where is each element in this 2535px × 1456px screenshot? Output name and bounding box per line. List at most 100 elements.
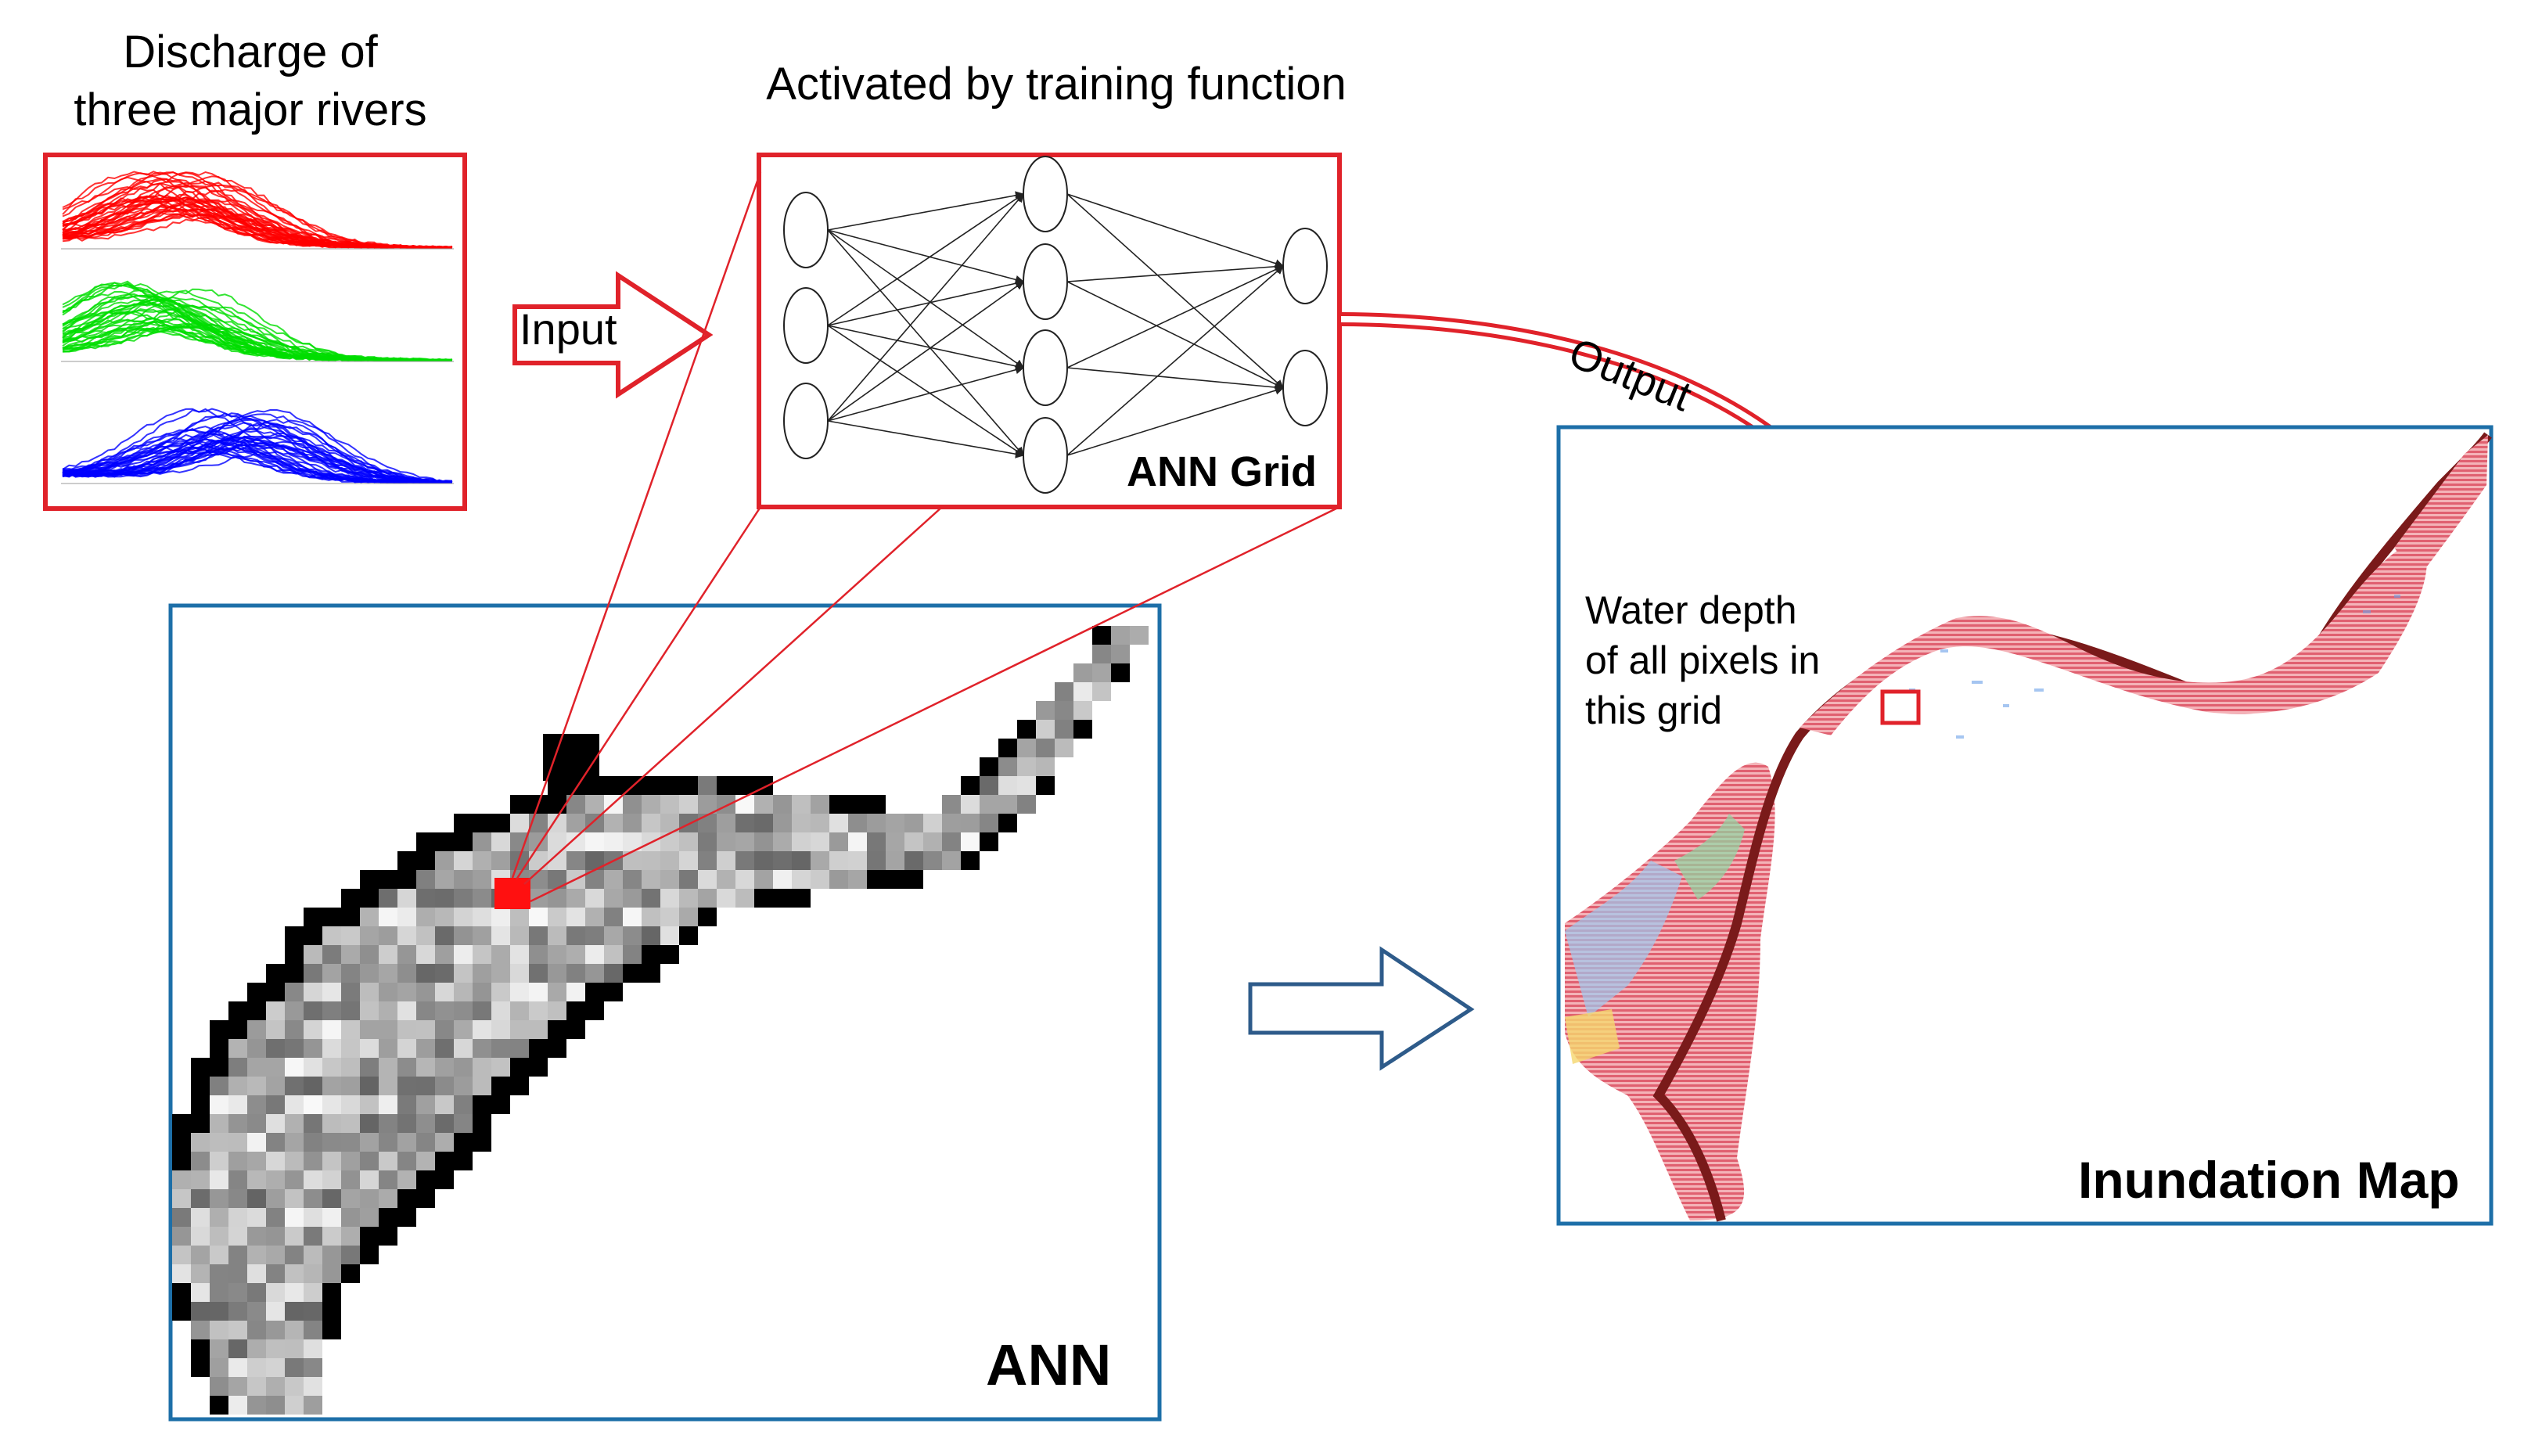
ann-pixel (322, 1264, 341, 1283)
ann-pixel (210, 1339, 228, 1358)
ann-pixel (172, 1152, 191, 1170)
ann-pixel (454, 1133, 473, 1152)
ann-pixel (848, 795, 867, 814)
ann-pixel (322, 964, 341, 983)
ann-pixel (811, 851, 829, 870)
ann-pixel (397, 926, 416, 945)
ann-pixel (454, 1114, 473, 1133)
ann-pixel (266, 1152, 285, 1170)
ann-pixel (585, 926, 604, 945)
ann-pixel (266, 1302, 285, 1321)
ann-pixel (529, 945, 548, 964)
ann-pixel (360, 1077, 379, 1095)
ann-pixel (228, 1189, 247, 1208)
ann-pixel (566, 814, 585, 832)
ann-pixel (360, 1039, 379, 1058)
ann-pixel (379, 1208, 397, 1227)
ann-pixel (322, 1039, 341, 1058)
ann-pixel (266, 1058, 285, 1077)
ann-pixel (660, 776, 679, 795)
ann-pixel (548, 1020, 566, 1039)
ann-pixel (473, 1020, 491, 1039)
ann-pixel (604, 908, 623, 926)
ann-pixel (304, 983, 322, 1001)
ann-pixel (416, 1058, 435, 1077)
ann-pixel (285, 1039, 304, 1058)
ann-pixel (435, 1170, 454, 1189)
ann-pixel (379, 908, 397, 926)
ann-pixel (266, 964, 285, 983)
ann-pixel (604, 832, 623, 851)
ann-pixel (247, 1246, 266, 1264)
ann-pixel (698, 832, 717, 851)
network-node (1023, 417, 1068, 494)
ann-pixel (210, 1227, 228, 1246)
ann-pixel (510, 908, 529, 926)
ann-pixel (698, 814, 717, 832)
ann-pixel (717, 814, 735, 832)
water-depth-label: Water depth of all pixels in this grid (1585, 588, 1821, 732)
network-connection (827, 229, 1025, 284)
ann-pixel (322, 1283, 341, 1302)
ann-pixel (491, 814, 510, 832)
ann-pixel (341, 1264, 360, 1283)
ann-pixel (698, 908, 717, 926)
ann-pixel (360, 1152, 379, 1170)
network-node (1282, 228, 1328, 304)
ann-pixel (172, 1189, 191, 1208)
ann-pixel (397, 1095, 416, 1114)
ann-pixel (491, 1095, 510, 1114)
ann-pixel (191, 1339, 210, 1358)
ann-pixel (304, 1377, 322, 1396)
ann-pixel (247, 1396, 266, 1415)
ann-pixel (623, 964, 642, 983)
ann-pixel (510, 795, 529, 814)
ann-pixel (285, 1283, 304, 1302)
ann-pixel (379, 889, 397, 908)
ann-pixel (379, 1020, 397, 1039)
ann-pixel (510, 926, 529, 945)
ann-pixel (341, 964, 360, 983)
ann-pixel (1055, 720, 1073, 739)
ann-pixel (416, 1077, 435, 1095)
ann-pixel (623, 926, 642, 945)
ann-pixel (379, 1095, 397, 1114)
ann-pixel (228, 1302, 247, 1321)
ann-pixel (717, 889, 735, 908)
network-connection (827, 191, 1025, 231)
ann-pixel (792, 814, 811, 832)
ann-pixel (529, 1001, 548, 1020)
ann-pixel (210, 1058, 228, 1077)
ann-pixel (228, 1001, 247, 1020)
ann-pixel (228, 1339, 247, 1358)
ann-pixel (172, 1227, 191, 1246)
network-connection (827, 325, 1024, 456)
ann-pixel (529, 908, 548, 926)
ann-pixel (510, 1077, 529, 1095)
ann-pixel (867, 832, 886, 851)
ann-pixel (285, 1077, 304, 1095)
ann-pixel (679, 776, 698, 795)
ann-pixel (735, 814, 754, 832)
ann-pixel (604, 945, 623, 964)
ann-pixel (285, 945, 304, 964)
ann-pixel (548, 983, 566, 1001)
ann-pixel-grid (172, 626, 1149, 1415)
ann-pixel (754, 870, 773, 889)
ann-pixel (247, 1208, 266, 1227)
ann-pixel (341, 1095, 360, 1114)
ann-pixel (961, 832, 980, 851)
ann-pixel (341, 1133, 360, 1152)
ann-pixel (473, 889, 491, 908)
ann-pixel (773, 870, 792, 889)
network-node (1023, 329, 1068, 406)
ann-pixel (585, 889, 604, 908)
ann-pixel (322, 908, 341, 926)
ann-pixel (210, 1114, 228, 1133)
ann-pixel (210, 1133, 228, 1152)
ann-pixel (285, 1001, 304, 1020)
ann-pixel (285, 1152, 304, 1170)
ann-pixel (191, 1114, 210, 1133)
ann-pixel (679, 908, 698, 926)
ann-pixel (566, 945, 585, 964)
